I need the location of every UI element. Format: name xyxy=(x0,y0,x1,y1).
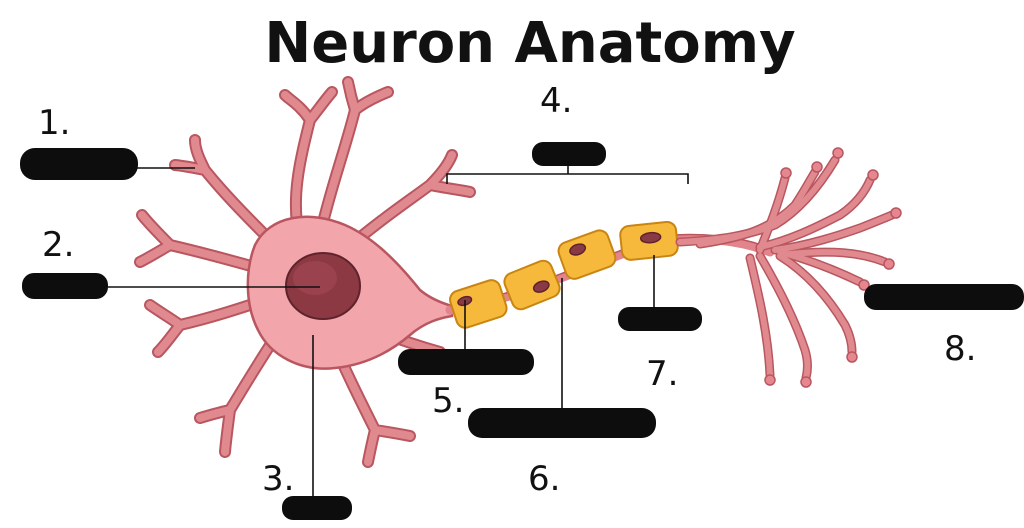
redacted-label-8 xyxy=(864,284,1024,310)
redacted-label-6 xyxy=(468,408,656,438)
label-number-4: 4. xyxy=(540,81,572,121)
label-number-8: 8. xyxy=(944,329,976,369)
terminal-bulbs xyxy=(764,147,902,388)
axon-terminals xyxy=(675,147,902,388)
label-number-6: 6. xyxy=(528,459,560,499)
number-labels: 1. 2. 3. 4. 5. 6. 7. 8. xyxy=(38,81,976,499)
label-number-7: 7. xyxy=(646,354,678,394)
leader-lines xyxy=(108,162,689,500)
redacted-label-7 xyxy=(618,307,702,331)
myelin-segment xyxy=(449,279,508,329)
redacted-label-3 xyxy=(282,496,352,520)
redacted-label-1 xyxy=(20,148,138,180)
nucleus-highlight xyxy=(293,261,337,295)
myelin-segment xyxy=(503,259,561,311)
redacted-label-5 xyxy=(398,349,534,375)
label-number-2: 2. xyxy=(42,225,74,265)
page-title: Neuron Anatomy xyxy=(264,11,795,76)
myelin-sheath xyxy=(449,220,679,329)
label-number-5: 5. xyxy=(432,381,464,421)
redacted-label-4 xyxy=(532,142,606,166)
redacted-labels xyxy=(20,142,1024,520)
label-number-3: 3. xyxy=(262,459,294,499)
myelin-segment xyxy=(619,220,679,261)
label-number-1: 1. xyxy=(38,103,70,143)
redacted-label-2 xyxy=(22,273,108,299)
myelin-segment xyxy=(557,229,617,280)
